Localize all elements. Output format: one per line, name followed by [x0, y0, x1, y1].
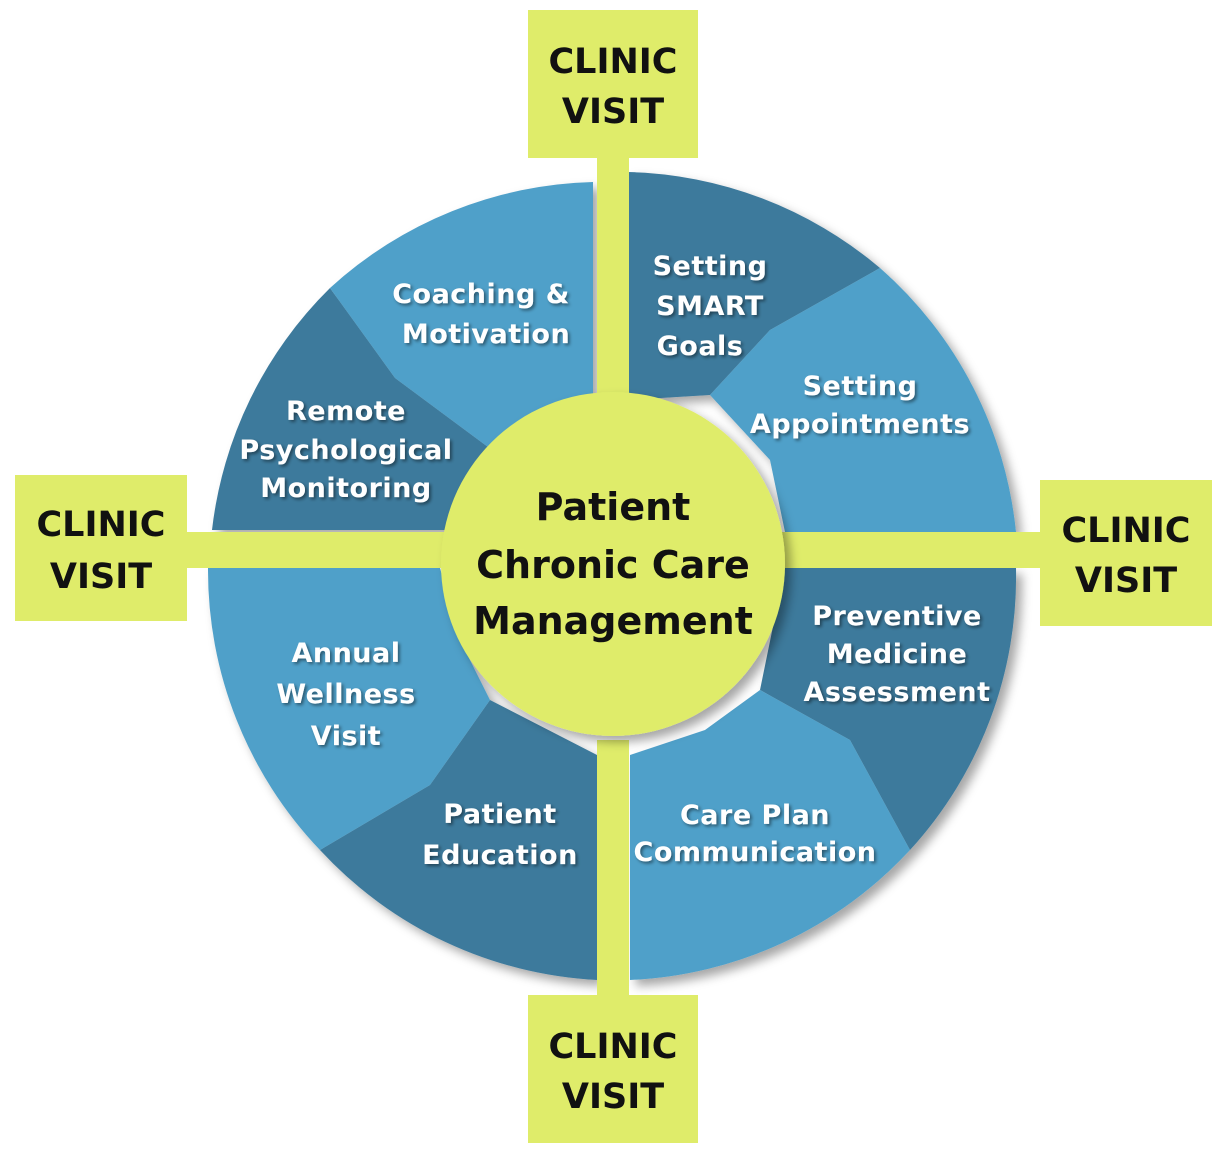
label-appointments: Setting Appointments [750, 371, 970, 440]
label-psychological-line3: Monitoring [260, 473, 431, 504]
segment-smart-goals [628, 172, 880, 400]
clinic-visit-right-box [1040, 480, 1212, 626]
connector-bottom [597, 740, 629, 1040]
connector-bars [180, 150, 1050, 1040]
center-hub: Patient Chronic Care Management [441, 392, 785, 736]
clinic-visit-left-line1: CLINIC [36, 505, 165, 545]
connector-top [597, 150, 629, 410]
clinic-visit-right-line2: VISIT [1075, 561, 1177, 601]
segment-preventive [760, 568, 1017, 850]
label-smart-goals-line1: Setting [653, 251, 768, 282]
center-title-line1: Patient [536, 485, 691, 529]
segment-labels: Setting SMART Goals Setting Appointments… [239, 251, 990, 871]
label-care-plan: Care Plan Communication [634, 800, 877, 868]
clinic-visit-bottom-line1: CLINIC [548, 1027, 677, 1067]
label-wellness-line2: Wellness [276, 679, 415, 710]
center-title-line2: Chronic Care [476, 543, 750, 587]
label-preventive-line2: Medicine [827, 639, 968, 670]
segment-education [320, 700, 597, 980]
label-care-plan-line2: Communication [634, 837, 877, 868]
clinic-visit-top-line1: CLINIC [548, 42, 677, 82]
clinic-visit-bottom: CLINIC VISIT [528, 995, 698, 1143]
clinic-visit-top-line2: VISIT [562, 92, 664, 132]
clinic-visit-top-box [528, 10, 698, 158]
clinic-visit-left: CLINIC VISIT [15, 475, 187, 621]
label-coaching-line1: Coaching & [392, 279, 570, 310]
label-psychological-line1: Remote [286, 396, 406, 427]
label-psychological: Remote Psychological Monitoring [239, 396, 452, 504]
clinic-visit-top: CLINIC VISIT [528, 10, 698, 158]
center-title-line3: Management [473, 599, 753, 643]
clinic-visit-bottom-line2: VISIT [562, 1077, 664, 1117]
connector-right [775, 532, 1050, 568]
segment-appointments [710, 268, 1016, 532]
center-circle [441, 392, 785, 736]
label-preventive: Preventive Medicine Assessment [803, 601, 990, 708]
label-coaching-line2: Motivation [402, 319, 570, 350]
clinic-visit-bottom-box [528, 995, 698, 1143]
label-preventive-line1: Preventive [812, 601, 982, 632]
segment-coaching [330, 182, 593, 450]
segment-wellness [207, 568, 491, 850]
clinic-visit-left-line2: VISIT [50, 557, 152, 597]
label-psychological-line2: Psychological [239, 435, 452, 466]
label-preventive-line3: Assessment [803, 677, 990, 708]
label-wellness: Annual Wellness Visit [276, 638, 415, 752]
label-care-plan-line1: Care Plan [680, 800, 830, 831]
label-education: Patient Education [422, 799, 578, 871]
clinic-visit-right-line1: CLINIC [1061, 511, 1190, 551]
clinic-visit-left-box [15, 475, 187, 621]
label-appointments-line2: Appointments [750, 409, 970, 440]
segment-care-plan [630, 690, 910, 980]
label-wellness-line3: Visit [311, 721, 381, 752]
label-smart-goals-line2: SMART [656, 291, 764, 322]
label-education-line2: Education [422, 840, 578, 871]
label-wellness-line1: Annual [291, 638, 400, 669]
label-education-line1: Patient [443, 799, 556, 830]
label-coaching: Coaching & Motivation [392, 279, 570, 350]
clinic-visit-right: CLINIC VISIT [1040, 480, 1212, 626]
label-appointments-line1: Setting [803, 371, 918, 402]
label-smart-goals: Setting SMART Goals [653, 251, 768, 362]
label-smart-goals-line3: Goals [657, 331, 744, 362]
connector-left [180, 532, 450, 568]
segment-psychological [212, 288, 492, 530]
wheel-segments [207, 172, 1017, 980]
